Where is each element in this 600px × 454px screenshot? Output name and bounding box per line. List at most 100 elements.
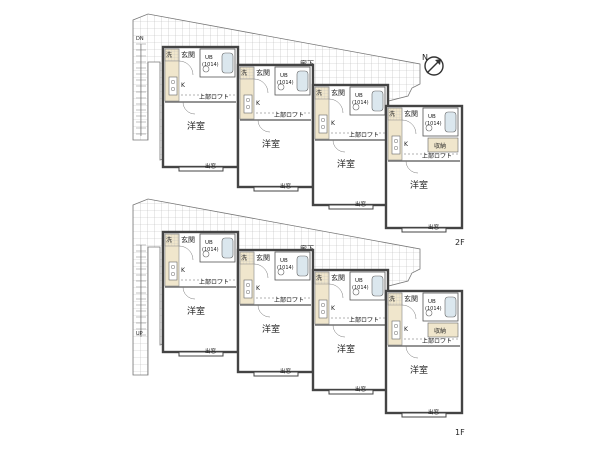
room-door-swing — [405, 160, 419, 174]
kitchen-label: K — [256, 285, 261, 292]
laundry-label: 洗 — [166, 236, 172, 244]
stove-icon — [320, 124, 326, 130]
room-door-swing — [332, 324, 346, 338]
toilet-icon — [277, 83, 285, 91]
entrance-tile — [387, 107, 403, 121]
stove-icon — [245, 104, 251, 110]
unit: 洗玄関KUB(1014)上部ロフト洋室出窓 — [161, 230, 240, 357]
entrance-label: 玄関 — [331, 273, 345, 282]
stove-icon — [393, 323, 399, 329]
room-label: 洋室 — [262, 323, 280, 335]
north-arrow-head — [435, 59, 441, 65]
bay-window — [178, 351, 224, 357]
floor-label: 1F — [455, 428, 465, 437]
unit: 収納洗玄関KUB(1014)上部ロフト洋室出窓 — [384, 289, 464, 418]
toilet-icon — [352, 103, 360, 111]
kitchen-label: K — [404, 141, 409, 148]
toilet-icon — [425, 309, 433, 317]
unit: 収納洗玄関KUB(1014)上部ロフト洋室出窓 — [384, 104, 464, 233]
compass: N — [422, 53, 444, 76]
door-swing — [401, 119, 417, 135]
door-swing — [178, 245, 194, 261]
laundry-label: 洗 — [389, 295, 395, 303]
room-door-swing — [257, 119, 271, 133]
floor-1f: UP廊下洗玄関KUB(1014)上部ロフト洋室出窓洗玄関KUB(1014)上部ロ… — [132, 198, 465, 437]
unit: 洗玄関KUB(1014)上部ロフト洋室出窓 — [311, 268, 390, 395]
bathtub-icon — [444, 296, 457, 318]
bath-size-label: (1014) — [352, 285, 369, 291]
door-swing — [401, 304, 417, 320]
laundry-label: 洗 — [316, 89, 322, 97]
loft-label: 上部ロフト — [274, 111, 304, 119]
corridor-label: 廊下 — [300, 244, 314, 253]
bath-size-label: (1014) — [277, 80, 294, 86]
unit: 洗玄関KUB(1014)上部ロフト洋室出窓 — [311, 83, 390, 210]
stove-icon — [393, 145, 399, 151]
stove-icon — [245, 97, 251, 103]
stair: DN — [136, 36, 146, 136]
stove-icon — [245, 289, 251, 295]
stove-icon — [170, 79, 176, 85]
loft-label: 上部ロフト — [349, 131, 379, 139]
stove-icon — [320, 302, 326, 308]
stove-icon — [393, 138, 399, 144]
storage-label: 収納 — [434, 327, 446, 335]
laundry-label: 洗 — [241, 254, 247, 262]
bathtub-icon — [371, 90, 384, 112]
laundry-label: 洗 — [241, 69, 247, 77]
kitchen-counter — [168, 261, 178, 281]
bay-window — [328, 389, 374, 395]
unit: 洗玄関KUB(1014)上部ロフト洋室出窓 — [236, 63, 315, 192]
room-door-swing — [405, 345, 419, 359]
room-label: 洋室 — [187, 120, 205, 132]
compass-label: N — [422, 53, 428, 62]
bath-label: UB — [280, 73, 288, 79]
entrance-tile — [164, 48, 180, 62]
entrance-label: 玄関 — [404, 294, 418, 303]
bathtub-icon — [371, 275, 384, 297]
window-label: 出窓 — [355, 385, 367, 393]
entrance-label: 玄関 — [256, 68, 270, 77]
bathtub-icon — [221, 52, 234, 74]
entrance-tile — [164, 233, 180, 247]
stair-label: DN — [136, 36, 144, 42]
kitchen-label: K — [181, 82, 186, 89]
bay-window — [178, 166, 224, 172]
bathtub-icon — [296, 255, 309, 277]
toilet-icon — [425, 124, 433, 132]
laundry-label: 洗 — [389, 110, 395, 118]
room-label: 洋室 — [337, 343, 355, 355]
kitchen-label: K — [331, 305, 336, 312]
loft-label: 上部ロフト — [422, 337, 452, 345]
kitchen-counter — [168, 76, 178, 96]
stove-icon — [393, 330, 399, 336]
kitchen-counter — [391, 135, 401, 155]
door-swing — [328, 98, 344, 114]
bath-size-label: (1014) — [425, 306, 442, 312]
loft-label: 上部ロフト — [422, 152, 452, 160]
entrance-tile — [387, 292, 403, 306]
entrance-label: 玄関 — [181, 50, 195, 59]
loft-label: 上部ロフト — [349, 316, 379, 324]
corridor-label: 廊下 — [300, 59, 314, 68]
room-label: 洋室 — [410, 364, 428, 376]
bathtub-icon — [296, 70, 309, 92]
bay-window — [253, 186, 299, 192]
stove-icon — [320, 117, 326, 123]
window-label: 出窓 — [428, 223, 440, 231]
door-swing — [178, 60, 194, 76]
loft-label: 上部ロフト — [274, 296, 304, 304]
bath-size-label: (1014) — [202, 247, 219, 253]
bath-size-label: (1014) — [277, 265, 294, 271]
window-label: 出窓 — [205, 347, 217, 355]
room-door-swing — [182, 101, 196, 115]
storage — [427, 322, 459, 338]
stair: UP — [136, 244, 146, 337]
bath-size-label: (1014) — [352, 100, 369, 106]
kitchen-counter — [243, 279, 253, 299]
storage — [427, 137, 459, 153]
unit: 洗玄関KUB(1014)上部ロフト洋室出窓 — [236, 248, 315, 377]
bathtub-icon — [221, 237, 234, 259]
